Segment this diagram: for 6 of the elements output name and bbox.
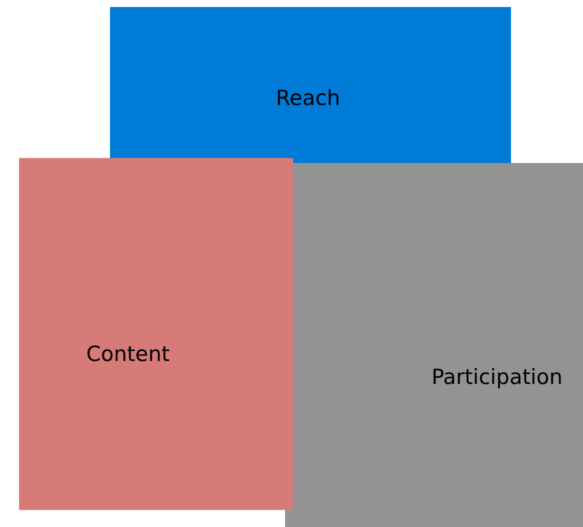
area-label: Reach xyxy=(276,86,340,110)
area-label: Participation xyxy=(431,365,563,389)
area-block xyxy=(19,158,293,510)
area-block xyxy=(110,7,511,163)
area-block xyxy=(285,163,583,527)
area-label: Content xyxy=(86,342,170,366)
